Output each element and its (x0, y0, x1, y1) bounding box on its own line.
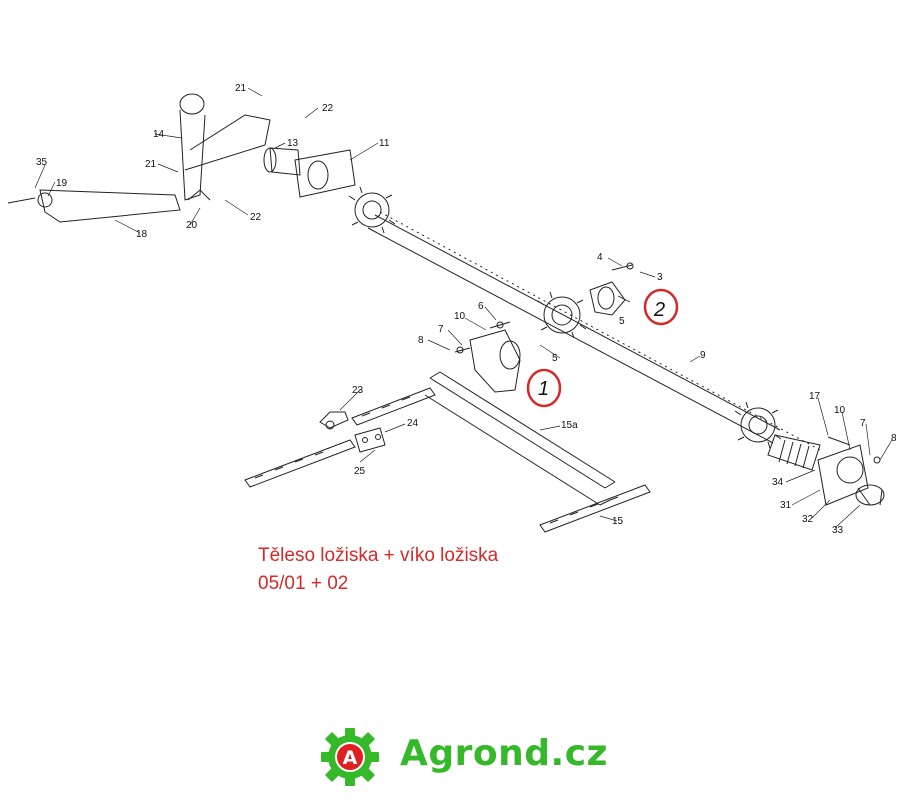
part-label: 22 (322, 103, 334, 114)
part-label: 17 (809, 391, 821, 402)
part-label: 8 (418, 335, 424, 346)
part-label: 5 (619, 316, 625, 327)
caption-line-2: 05/01 + 02 (258, 573, 349, 594)
sprocket-left (348, 186, 396, 234)
plate-11 (294, 149, 356, 198)
logo-letter: A (343, 747, 358, 769)
bars-15a (424, 371, 616, 506)
chain-15 (539, 484, 651, 533)
right-bearing-flange (817, 444, 885, 506)
part-labels: 21 22 14 13 11 21 35 19 22 20 18 4 3 6 1… (36, 83, 897, 536)
callout-ring-2 (643, 288, 679, 326)
part-label: 14 (153, 129, 165, 140)
sprocket-middle (537, 291, 587, 339)
part-label: 24 (407, 418, 419, 429)
lever-arm-18 (7, 189, 181, 223)
part-label: 7 (860, 418, 866, 429)
part-label: 31 (780, 500, 792, 511)
sprocket-right (734, 401, 782, 449)
logo-inner-disc (335, 742, 365, 772)
part-label: 32 (802, 514, 814, 525)
part-label: 21 (145, 159, 157, 170)
part-label: 11 (379, 138, 390, 149)
part-label: 33 (832, 525, 844, 536)
part-label: 6 (478, 301, 484, 312)
brand-name: Agrond.cz (400, 733, 608, 774)
part-label: 25 (354, 466, 366, 477)
plate-24 (354, 427, 386, 453)
gear-icon (321, 728, 379, 786)
bearing-body-2 (589, 281, 626, 316)
callout-text: 2 (653, 299, 665, 321)
callout-text: 1 (538, 378, 549, 400)
part-label: 15 (612, 516, 624, 527)
part-label: 34 (772, 477, 784, 488)
splined-shaft-end (767, 434, 821, 471)
main-shaft (367, 211, 821, 451)
leader-lines (34, 87, 893, 529)
part-label: 15a (561, 420, 578, 431)
part-label: 35 (36, 157, 48, 168)
bolts (454, 262, 881, 464)
part-label: 10 (834, 405, 846, 416)
part-label: 7 (438, 324, 444, 335)
left-bracket (179, 93, 271, 201)
brand-logo: A (321, 728, 379, 786)
part-label: 10 (454, 311, 466, 322)
part-label: 9 (700, 350, 706, 361)
part-label: 5 (552, 353, 558, 364)
callout-rings (526, 288, 679, 408)
part-label: 8 (891, 433, 897, 444)
tube-13 (263, 147, 301, 176)
part-label: 22 (250, 212, 262, 223)
part-label: 3 (657, 272, 663, 283)
part-label: 13 (287, 138, 299, 149)
part-label: 23 (352, 385, 364, 396)
chain-upper (351, 387, 436, 426)
hook-23 (319, 411, 349, 430)
part-label: 21 (235, 83, 247, 94)
chain-23 (244, 439, 356, 488)
part-label: 18 (136, 229, 148, 240)
part-label: 20 (186, 220, 198, 231)
bearing-body-1 (469, 329, 521, 393)
part-label: 19 (56, 178, 68, 189)
callout-ring-1 (526, 368, 562, 408)
caption-line-1: Těleso ložiska + víko ložiska (258, 545, 499, 566)
line-art (7, 87, 893, 533)
part-label: 4 (597, 252, 603, 263)
